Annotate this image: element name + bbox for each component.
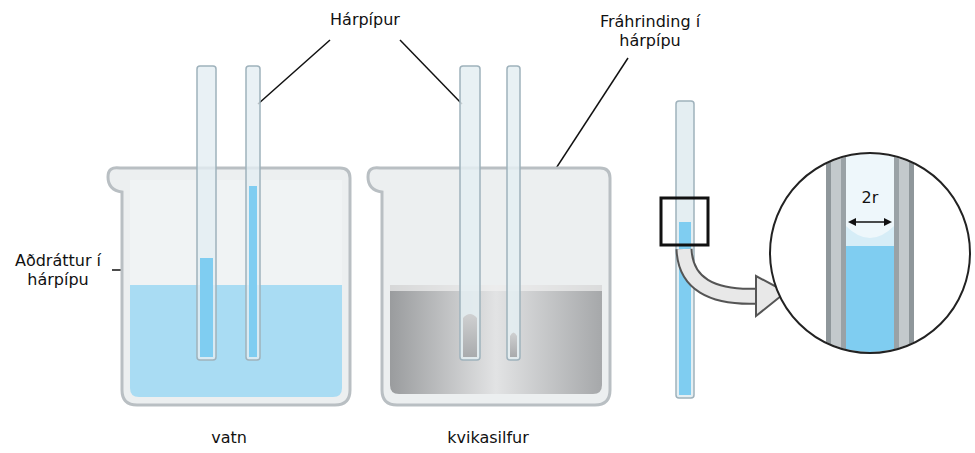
water-tubes — [197, 66, 260, 360]
liquid-label: kvikasilfur — [423, 428, 553, 447]
mercury-tubes — [460, 66, 520, 360]
zoom-circle — [770, 150, 970, 360]
dimension-label: 2r — [855, 188, 885, 207]
repulsion-label: Fráhrinding í hárpípu — [591, 12, 709, 50]
attraction-label: Aðdráttur í hárpípu — [10, 251, 106, 289]
water-beaker — [108, 168, 350, 405]
mercury-beaker — [368, 168, 610, 405]
title-label: Hárpípur — [310, 10, 420, 29]
liquid-label: vatn — [189, 428, 269, 447]
